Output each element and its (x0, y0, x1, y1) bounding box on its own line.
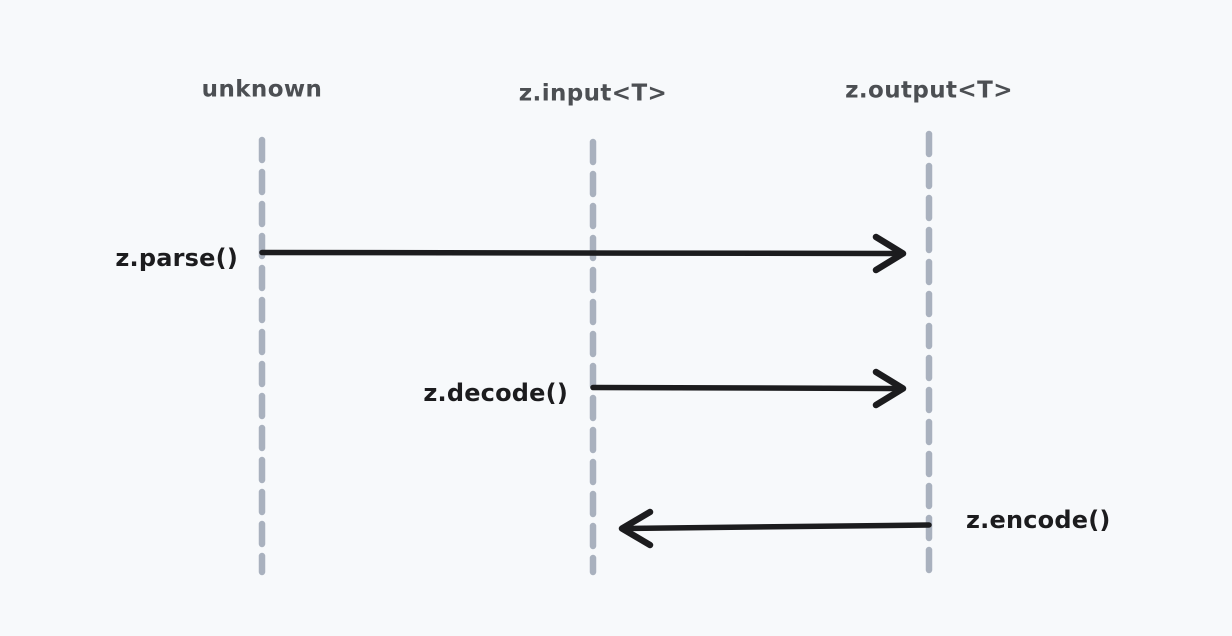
participant-label-z-output: z.output<T> (845, 78, 1013, 104)
message-encode-line (619, 522, 932, 532)
message-parse-arrowhead (872, 233, 907, 274)
participant-label-z-input: z.input<T> (519, 81, 667, 107)
message-encode: z.encode() (618, 506, 1111, 549)
participant-labels-group: unknown z.input<T> z.output<T> (202, 77, 1013, 107)
message-encode-arrowhead (618, 508, 654, 549)
message-parse-line (259, 249, 906, 257)
participant-label-unknown: unknown (202, 77, 323, 103)
message-label-parse: z.parse() (115, 244, 238, 272)
message-decode: z.decode() (423, 368, 907, 409)
message-decode-arrowhead (872, 368, 907, 409)
message-label-encode: z.encode() (966, 506, 1111, 534)
message-decode-line (590, 384, 906, 392)
message-parse: z.parse() (115, 233, 907, 274)
message-label-decode: z.decode() (423, 379, 568, 407)
lifelines-group (258, 130, 933, 576)
